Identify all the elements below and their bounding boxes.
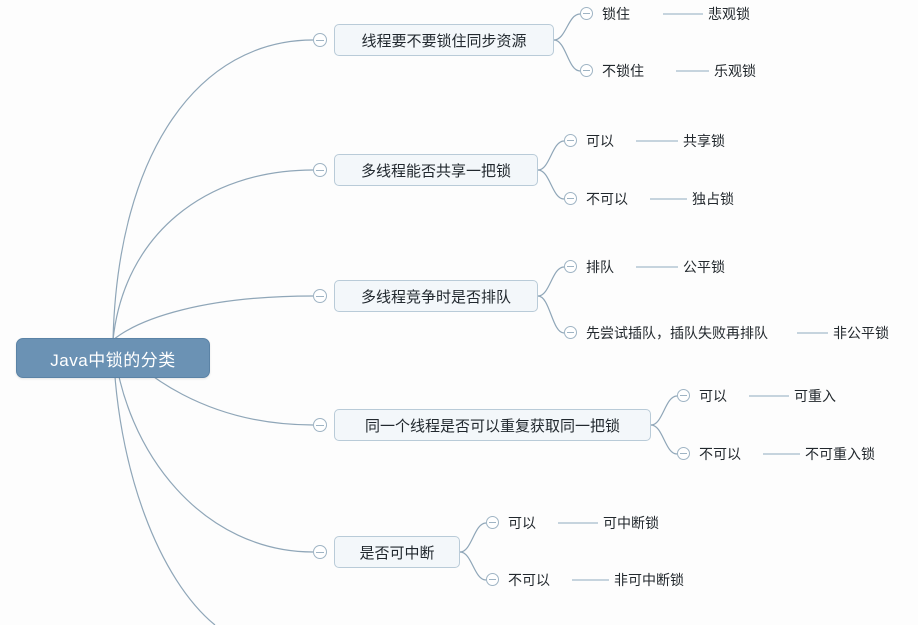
edge-branch-3-to-leaf-2 [537, 295, 565, 334]
leaf-value-2-2[interactable]: 独占锁 [692, 191, 734, 207]
leaf-label-1-2[interactable]: 不锁住 [602, 63, 644, 79]
edge-branch-3-to-leaf-1 [537, 266, 565, 297]
edge-root-to-branch-offscreen [112, 339, 216, 625]
collapse-icon-branch-1-leaf-1[interactable] [580, 7, 593, 20]
collapse-icon-branch-4-leaf-1[interactable] [677, 389, 690, 402]
branch-node-2[interactable]: 多线程能否共享一把锁 [334, 154, 538, 186]
edge-branch-4-to-leaf-1 [650, 395, 678, 426]
edge-root-to-branch-1 [112, 39, 314, 341]
branch-node-3[interactable]: 多线程竞争时是否排队 [334, 280, 538, 312]
leaf-label-1-1[interactable]: 锁住 [602, 6, 630, 22]
leaf-value-5-1[interactable]: 可中断锁 [603, 515, 659, 531]
edge-branch-5-to-leaf-1 [459, 522, 487, 553]
leaf-label-2-2[interactable]: 不可以 [586, 191, 628, 207]
collapse-icon-branch-1-leaf-2[interactable] [580, 64, 593, 77]
collapse-icon-branch-1[interactable] [313, 33, 327, 47]
collapse-icon-branch-2[interactable] [313, 163, 327, 177]
leaf-label-4-2[interactable]: 不可以 [699, 446, 741, 462]
branch-node-5[interactable]: 是否可中断 [334, 536, 460, 568]
leaf-value-4-2[interactable]: 不可重入锁 [805, 446, 875, 462]
collapse-icon-branch-5-leaf-2[interactable] [486, 573, 499, 586]
leaf-label-4-1[interactable]: 可以 [699, 388, 727, 404]
collapse-icon-branch-5-leaf-1[interactable] [486, 516, 499, 529]
leaf-label-3-1[interactable]: 排队 [586, 259, 614, 275]
collapse-icon-branch-3[interactable] [313, 289, 327, 303]
edge-branch-4-to-leaf-2 [650, 424, 678, 455]
edge-branch-2-to-leaf-1 [537, 140, 565, 171]
leaf-value-2-1[interactable]: 共享锁 [683, 133, 725, 149]
branch-node-1[interactable]: 线程要不要锁住同步资源 [334, 24, 554, 56]
branch-node-4[interactable]: 同一个线程是否可以重复获取同一把锁 [334, 409, 651, 441]
leaf-value-4-1[interactable]: 可重入 [794, 388, 836, 404]
collapse-icon-branch-3-leaf-2[interactable] [564, 326, 577, 339]
leaf-label-3-2[interactable]: 先尝试插队，插队失败再排队 [586, 325, 768, 341]
leaf-value-1-1[interactable]: 悲观锁 [708, 6, 750, 22]
collapse-icon-branch-3-leaf-1[interactable] [564, 260, 577, 273]
edge-branch-1-to-leaf-1 [553, 13, 581, 41]
collapse-icon-branch-5[interactable] [313, 545, 327, 559]
leaf-value-3-2[interactable]: 非公平锁 [833, 325, 889, 341]
edge-branch-1-to-leaf-2 [553, 39, 581, 72]
collapse-icon-branch-2-leaf-1[interactable] [564, 134, 577, 147]
edge-branch-5-to-leaf-2 [459, 551, 487, 581]
collapse-icon-branch-2-leaf-2[interactable] [564, 192, 577, 205]
edge-root-to-branch-2 [112, 169, 314, 341]
edge-root-to-branch-3 [112, 295, 314, 341]
leaf-value-5-2[interactable]: 非可中断锁 [614, 572, 684, 588]
leaf-label-5-2[interactable]: 不可以 [508, 572, 550, 588]
leaf-value-3-1[interactable]: 公平锁 [683, 259, 725, 275]
leaf-label-2-1[interactable]: 可以 [586, 133, 614, 149]
collapse-icon-branch-4[interactable] [313, 418, 327, 432]
leaf-label-5-1[interactable]: 可以 [508, 515, 536, 531]
edge-branch-2-to-leaf-2 [537, 169, 565, 200]
collapse-icon-branch-4-leaf-2[interactable] [677, 447, 690, 460]
leaf-value-1-2[interactable]: 乐观锁 [714, 63, 756, 79]
root-node[interactable]: Java中锁的分类 [16, 338, 210, 378]
